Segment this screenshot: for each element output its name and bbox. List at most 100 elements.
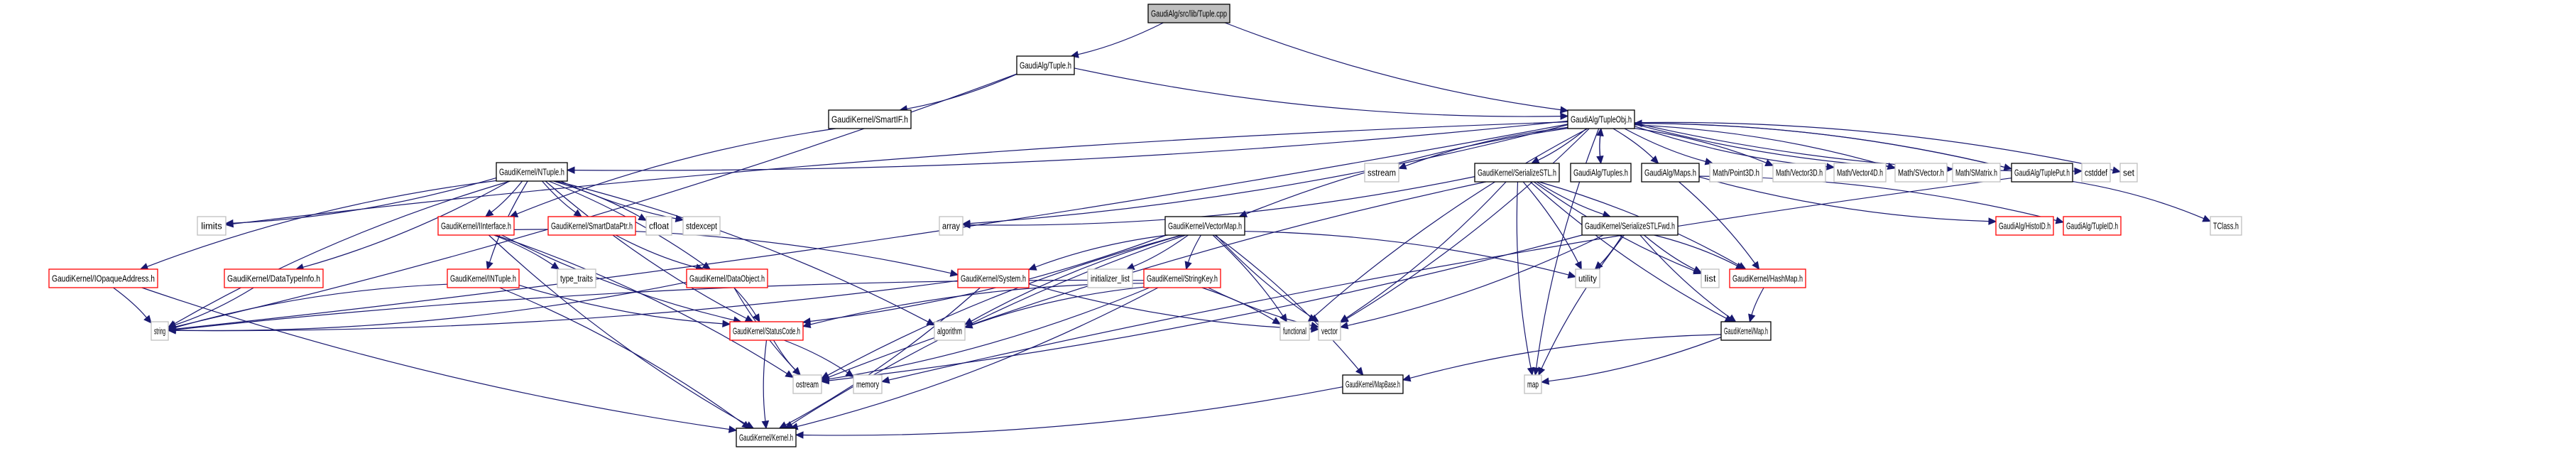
node-tupleput[interactable]: GaudiAlg/TuplePut.h xyxy=(2011,163,2073,183)
edge-line xyxy=(783,339,848,374)
node-box xyxy=(1772,163,1826,183)
edge-line xyxy=(971,234,1183,322)
node-box xyxy=(1952,163,2001,183)
edge-serializestlfwd-to-vector xyxy=(1339,234,1604,330)
edge-serializestl-to-utility xyxy=(1522,181,1582,271)
arrowhead-icon xyxy=(1355,366,1364,376)
node-box xyxy=(1575,268,1600,288)
node-type-traits: type_traits xyxy=(557,268,596,288)
node-smartdataptr[interactable]: GaudiKernel/SmartDataPtr.h xyxy=(547,216,636,236)
node-datatypeinfo[interactable]: GaudiKernel/DataTypeInfo.h xyxy=(224,268,324,288)
edge-line xyxy=(545,180,747,319)
node-label: GaudiKernel/INTuple.h xyxy=(450,273,516,284)
node-histoid[interactable]: GaudiAlg/HistoID.h xyxy=(1995,216,2054,236)
node-box xyxy=(1581,216,1679,236)
arrowhead-icon xyxy=(741,420,751,429)
node-limits: limits xyxy=(197,216,227,236)
node-box xyxy=(437,216,515,236)
node-intuple[interactable]: GaudiKernel/INTuple.h xyxy=(447,268,520,288)
edge-line xyxy=(797,287,1159,428)
node-serializestl[interactable]: GaudiKernel/SerializeSTL.h xyxy=(1474,163,1560,183)
arrowhead-icon xyxy=(1402,374,1412,382)
node-mapbase[interactable]: GaudiKernel/MapBase.h xyxy=(1342,374,1404,394)
edge-tuple_h-to-smartif xyxy=(899,73,1017,113)
node-initializer-list: initializer_list xyxy=(1087,268,1133,288)
edge-iopaque-to-string xyxy=(113,287,152,324)
edge-iinterface-to-kernel xyxy=(488,234,755,429)
node-box xyxy=(1995,216,2054,236)
arrowhead-icon xyxy=(1184,261,1192,271)
arrowhead-icon xyxy=(1125,263,1135,270)
arrowhead-icon xyxy=(1532,366,1540,376)
node-label: GaudiAlg/Tuple.h xyxy=(1020,60,1071,71)
edge-line xyxy=(1078,22,1164,55)
edge-line xyxy=(969,124,1568,224)
node-tupleobj[interactable]: GaudiAlg/TupleObj.h xyxy=(1567,109,1635,129)
node-box xyxy=(48,268,158,288)
node-smartif[interactable]: GaudiKernel/SmartIF.h xyxy=(828,109,912,129)
edge-statuscode-to-ostream xyxy=(773,339,801,376)
node-label: GaudiKernel/DataTypeInfo.h xyxy=(227,273,320,284)
arrowhead-icon xyxy=(785,370,795,379)
node-hashmap[interactable]: GaudiKernel/HashMap.h xyxy=(1729,268,1806,288)
arrowhead-icon xyxy=(675,214,684,222)
node-stringkey[interactable]: GaudiKernel/StringKey.h xyxy=(1143,268,1221,288)
edge-line xyxy=(1654,234,1737,266)
edge-vectormap-to-initializer_list xyxy=(1125,234,1189,270)
node-iinterface[interactable]: GaudiKernel/IInterface.h xyxy=(437,216,515,236)
node-tuples[interactable]: GaudiAlg/Tuples.h xyxy=(1570,163,1632,183)
node-label: GaudiKernel/StatusCode.h xyxy=(733,326,800,337)
node-box xyxy=(496,162,568,182)
node-serializestlfwd[interactable]: GaudiKernel/SerializeSTLFwd.h xyxy=(1581,216,1679,236)
edge-line xyxy=(493,234,554,266)
node-root[interactable]: GaudiAlg/src/lib/Tuple.cpp xyxy=(1147,4,1230,23)
edge-line xyxy=(1644,234,1696,270)
edge-line xyxy=(1751,287,1764,315)
edge-line xyxy=(785,287,981,425)
arrowhead-icon xyxy=(722,320,731,328)
node-box xyxy=(547,216,636,236)
node-vectormap[interactable]: GaudiKernel/VectorMap.h xyxy=(1164,216,1245,236)
node-label: utility xyxy=(1578,273,1597,284)
node-map-h[interactable]: GaudiKernel/Map.h xyxy=(1720,321,1772,341)
node-ntuple[interactable]: GaudiKernel/NTuple.h xyxy=(496,162,568,182)
node-iopaque[interactable]: GaudiKernel/IOpaqueAddress.h xyxy=(48,268,158,288)
edge-line xyxy=(888,178,2012,381)
edge-line xyxy=(1634,128,1767,163)
edge-line xyxy=(1215,234,1314,319)
edge-line xyxy=(1313,128,1588,317)
node-dataobject[interactable]: GaudiKernel/DataObject.h xyxy=(686,268,768,288)
edge-tupleobj-to-functional xyxy=(1307,128,1588,322)
edge-line xyxy=(232,177,497,224)
node-cfloat: cfloat xyxy=(645,216,672,236)
node-kernel[interactable]: GaudiKernel/Kernel.h xyxy=(736,428,797,447)
node-maps[interactable]: GaudiAlg/Maps.h xyxy=(1641,163,1700,183)
edge-line xyxy=(1600,234,1623,265)
arrowhead-icon xyxy=(1527,366,1535,376)
node-label: GaudiKernel/MapBase.h xyxy=(1346,379,1400,390)
edge-serializestl-to-array xyxy=(961,176,1475,229)
arrowhead-icon xyxy=(1574,261,1582,271)
node-sstream: sstream xyxy=(1364,163,1399,183)
node-box xyxy=(447,268,520,288)
node-box xyxy=(682,216,721,236)
node-label: GaudiAlg/Maps.h xyxy=(1644,168,1696,178)
node-system[interactable]: GaudiKernel/System.h xyxy=(957,268,1030,288)
edge-line xyxy=(232,121,1568,224)
node-tupleid[interactable]: GaudiAlg/TupleID.h xyxy=(2063,216,2122,236)
node-label: array xyxy=(942,221,960,232)
node-statuscode[interactable]: GaudiKernel/StatusCode.h xyxy=(729,321,804,341)
edge-line xyxy=(1698,176,1990,222)
edge-serializestlfwd-to-map_h xyxy=(1639,234,1737,322)
arrowhead-icon xyxy=(728,425,738,433)
edge-tupleput-to-memory xyxy=(880,178,2012,384)
node-box xyxy=(645,216,672,236)
arrowhead-icon xyxy=(1538,366,1546,376)
edge-line xyxy=(491,180,523,213)
node-box xyxy=(1364,163,1399,183)
edge-dataobject-to-string xyxy=(167,281,687,335)
edge-tupleobj-to-vector3d xyxy=(1634,128,1774,167)
edge-line xyxy=(1639,234,1730,318)
node-tuple-h[interactable]: GaudiAlg/Tuple.h xyxy=(1016,55,1075,75)
edge-tupleobj-to-sstream xyxy=(1397,126,1568,170)
